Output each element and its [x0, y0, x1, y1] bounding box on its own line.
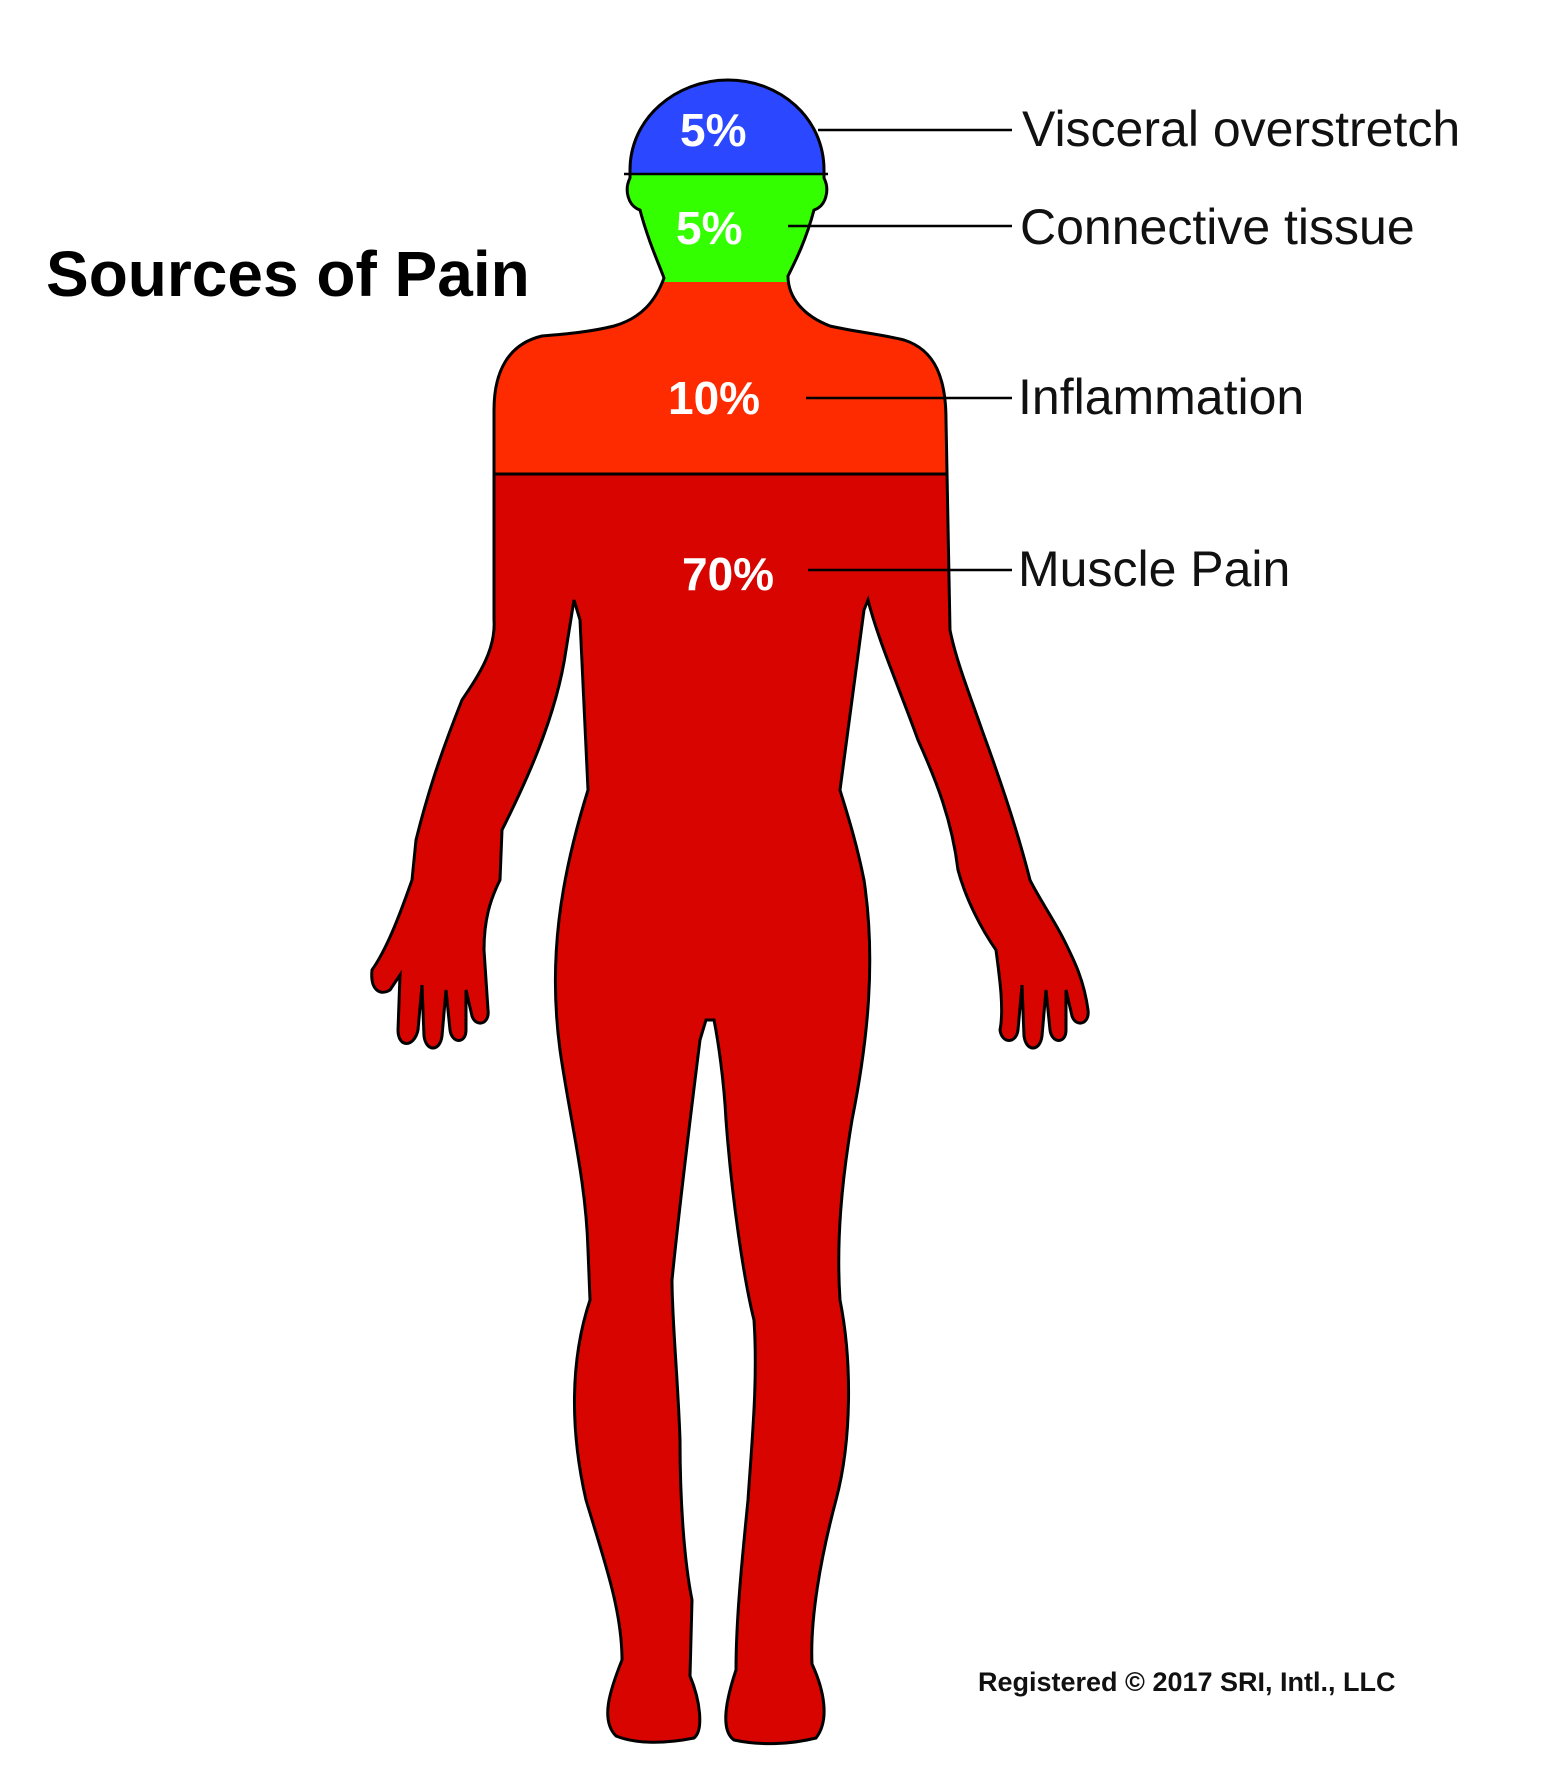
body-percent: 70%: [682, 548, 774, 600]
body-label: Muscle Pain: [1018, 541, 1290, 597]
shoulders-label: Inflammation: [1018, 369, 1304, 425]
head-label: Visceral overstretch: [1022, 101, 1460, 157]
body-region: [371, 474, 1089, 1744]
copyright-notice: Registered © 2017 SRI, Intl., LLC: [978, 1667, 1396, 1697]
shoulders-percent: 10%: [668, 372, 760, 424]
head-percent: 5%: [680, 104, 746, 156]
neck-label: Connective tissue: [1020, 199, 1415, 255]
diagram-title: Sources of Pain: [46, 238, 530, 310]
neck-percent: 5%: [676, 202, 742, 254]
